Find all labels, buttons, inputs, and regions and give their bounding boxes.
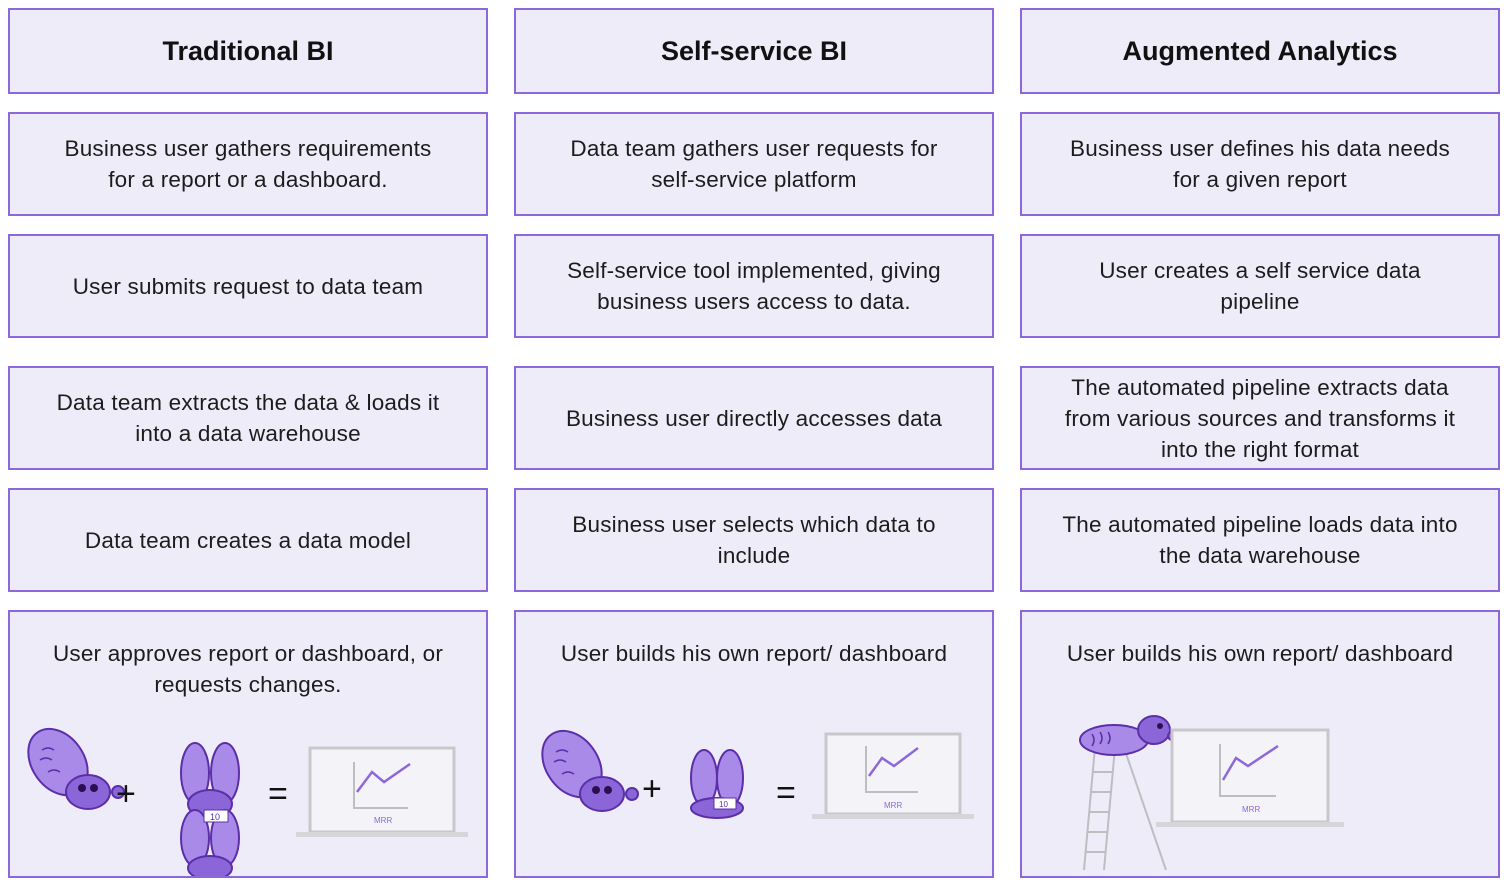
step-text: Self-service tool implemented, giving bu… [567,258,941,314]
equals-sign: = [776,774,796,812]
ladder-icon [1083,735,1167,871]
step-box: Business user selects which data to incl… [514,488,994,592]
laptop-icon: MRR [1156,728,1344,827]
step-box: Data team creates a data model [8,488,488,592]
step-text: The automated pipeline loads data into t… [1062,512,1458,568]
column-header-augmented-analytics: Augmented Analytics [1020,8,1500,94]
laptop-icon: MRR [296,746,468,837]
plus-sign: + [116,775,136,813]
badge-number: 10 [210,812,220,822]
laptop-icon: MRR [812,732,974,819]
screen-label: MRR [374,816,392,825]
step-box: User creates a self service data pipelin… [1020,234,1500,338]
step-text: User submits request to data team [72,273,424,299]
plus-sign: + [642,770,662,808]
step-text: Data team gathers user requests for self… [570,136,938,192]
mascot-icon [1079,715,1177,756]
step-text: User builds his own report/ dashboard [1066,641,1454,666]
screen-label: MRR [1242,805,1260,814]
final-step-box: User approves report or dashboard, or re… [8,610,488,878]
mascot-icon [541,729,639,812]
step-box: Business user gathers requirements for a… [8,112,488,216]
step-box: Business user defines his data needs for… [1020,112,1500,216]
step-text: Business user defines his data needs for… [1070,136,1450,192]
column-title: Self-service BI [660,35,848,66]
step-text: User creates a self service data pipelin… [1099,258,1421,314]
stacked-mascots-icon: 10 [180,742,240,876]
step-text: The automated pipeline extracts data fro… [1064,374,1456,462]
step-text: Data team extracts the data & loads it i… [56,390,440,446]
column-title: Augmented Analytics [1122,35,1398,66]
final-step-box: User builds his own report/ dashboard + … [514,610,994,878]
traditional-bi-illustration: + 10 = MRR [27,727,468,876]
step-box: Business user directly accesses data [514,366,994,470]
mascot-icon [27,727,125,810]
step-box: Self-service tool implemented, giving bu… [514,234,994,338]
step-text: Business user gathers requirements for a… [64,136,432,192]
column-header-traditional-bi: Traditional BI [8,8,488,94]
step-box: The automated pipeline extracts data fro… [1020,366,1500,470]
screen-label: MRR [884,801,902,810]
step-text: User builds his own report/ dashboard [560,641,948,666]
final-step-box: User builds his own report/ dashboard MR [1020,610,1500,878]
augmented-analytics-illustration: MRR [1079,715,1344,871]
equals-sign: = [268,775,288,813]
stacked-mascots-icon: 10 [690,749,744,819]
step-box: User submits request to data team [8,234,488,338]
self-service-bi-illustration: + 10 = MRR [541,729,974,819]
badge-number: 10 [719,800,728,809]
step-box: Data team gathers user requests for self… [514,112,994,216]
step-text: Business user directly accesses data [565,405,943,431]
step-text: Business user selects which data to incl… [572,512,936,568]
step-text: Data team creates a data model [84,527,412,553]
step-text: User approves report or dashboard, or re… [52,641,444,697]
step-box: Data team extracts the data & loads it i… [8,366,488,470]
column-header-self-service-bi: Self-service BI [514,8,994,94]
column-title: Traditional BI [162,35,334,66]
step-box: The automated pipeline loads data into t… [1020,488,1500,592]
